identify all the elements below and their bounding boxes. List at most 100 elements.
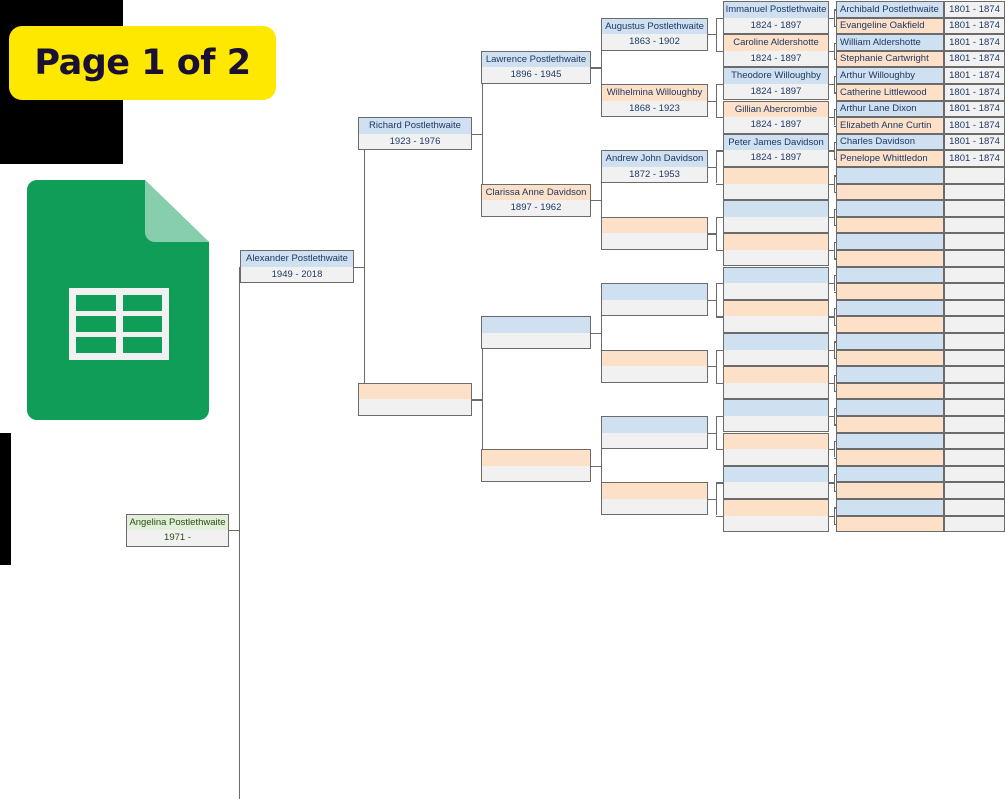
gen7-date-cell[interactable]: 1801 - 1874 <box>944 67 1005 84</box>
gen7-date-cell[interactable] <box>944 382 1005 400</box>
gen7-name-cell[interactable] <box>836 349 944 367</box>
gen7-name-cell[interactable] <box>836 250 944 267</box>
gen7-name-cell[interactable]: Archibald Postlethwaite <box>836 1 944 18</box>
gen7-date-cell[interactable] <box>944 316 1005 333</box>
gen6-node[interactable] <box>723 233 829 267</box>
gen7-date-cell[interactable]: 1801 - 1874 <box>944 84 1005 101</box>
gen7-name-cell[interactable]: Evangeline Oakfield <box>836 17 944 35</box>
gen7-name-cell[interactable] <box>836 449 944 466</box>
gen7-name-cell[interactable] <box>836 382 944 400</box>
gen7-name-cell[interactable] <box>836 366 944 383</box>
gen5-node[interactable] <box>601 416 708 449</box>
gen7-name-cell[interactable] <box>836 216 944 234</box>
gen7-name-cell[interactable] <box>836 482 944 499</box>
gen7-date-cell[interactable] <box>944 233 1005 250</box>
gen6-node[interactable] <box>723 299 829 333</box>
gen6-node[interactable] <box>723 465 829 499</box>
gen7-name-cell[interactable] <box>836 499 944 516</box>
gen7-date-cell[interactable] <box>944 333 1005 350</box>
gen4-node[interactable] <box>481 316 591 350</box>
gen7-date-cell[interactable] <box>944 299 1005 317</box>
gen7-name-cell[interactable]: William Aldershotte <box>836 34 944 51</box>
gen7-name-cell[interactable] <box>836 416 944 433</box>
gen7-name-cell[interactable] <box>836 200 944 217</box>
gen7-date-cell[interactable] <box>944 183 1005 201</box>
gen7-name-cell[interactable] <box>836 299 944 317</box>
gen6-node[interactable] <box>723 366 829 400</box>
gen5-node[interactable] <box>601 283 708 317</box>
connector-line <box>829 482 834 484</box>
gen7-date-cell[interactable]: 1801 - 1874 <box>944 34 1005 51</box>
gen7-date-cell[interactable] <box>944 416 1005 433</box>
gen7-date-cell[interactable] <box>944 283 1005 300</box>
gen7-date-cell[interactable] <box>944 449 1005 466</box>
gen7-date-cell[interactable]: 1801 - 1874 <box>944 133 1005 151</box>
gen5-node[interactable] <box>601 482 708 516</box>
gen7-date-cell[interactable]: 1801 - 1874 <box>944 1 1005 18</box>
gen7-name-cell[interactable] <box>836 283 944 300</box>
gen7-date-cell[interactable] <box>944 465 1005 483</box>
gen6-node[interactable] <box>723 499 829 532</box>
connector-line <box>591 332 601 335</box>
gen7-name-cell[interactable]: Stephanie Cartwright <box>836 50 944 68</box>
gen7-name-cell[interactable] <box>836 515 944 533</box>
gen7-date-cell[interactable] <box>944 366 1005 383</box>
gen6-node[interactable] <box>723 266 829 300</box>
gen5-node[interactable] <box>601 349 708 383</box>
gen7-date-cell[interactable] <box>944 349 1005 367</box>
connector-line <box>834 258 836 260</box>
gen7-name-cell[interactable]: Arthur Willoughby <box>836 67 944 84</box>
gen7-date-cell[interactable] <box>944 432 1005 450</box>
connector-line <box>829 449 834 451</box>
gen7-date-cell[interactable]: 1801 - 1874 <box>944 117 1005 134</box>
gen7-name-cell[interactable]: Elizabeth Anne Curtin <box>836 117 944 134</box>
gen7-date-cell[interactable]: 1801 - 1874 <box>944 50 1005 68</box>
gen7-date-cell[interactable]: 1801 - 1874 <box>944 150 1005 167</box>
gen7-name-cell[interactable]: Penelope Whittledon <box>836 150 944 167</box>
gen7-date-cell[interactable] <box>944 399 1005 416</box>
gen7-name-cell[interactable] <box>836 465 944 483</box>
gen7-name-cell[interactable]: Catherine Littlewood <box>836 84 944 101</box>
gen7-date-cell[interactable] <box>944 167 1005 184</box>
gen7-date-cell[interactable]: 1801 - 1874 <box>944 100 1005 118</box>
gen7-name-cell[interactable] <box>836 399 944 416</box>
gen4-node[interactable] <box>481 449 591 483</box>
gen6-node[interactable] <box>723 333 829 366</box>
gen7-name-cell[interactable] <box>836 183 944 201</box>
gen7-name-cell[interactable]: Charles Davidson <box>836 133 944 151</box>
gen5-node[interactable] <box>601 216 708 250</box>
gen7-date-cell[interactable] <box>944 266 1005 284</box>
gen7-date-cell[interactable] <box>944 216 1005 234</box>
gen7-name-cell[interactable]: Arthur Lane Dixon <box>836 100 944 118</box>
gen7-date-cell[interactable] <box>944 200 1005 217</box>
gen7-date-cell[interactable]: 1801 - 1874 <box>944 17 1005 35</box>
gen7-name-cell[interactable] <box>836 167 944 184</box>
gen3-node[interactable] <box>358 382 472 416</box>
gen7-date-cell[interactable] <box>944 515 1005 533</box>
gen6-node[interactable] <box>723 167 829 200</box>
gen7-name-cell[interactable] <box>836 432 944 450</box>
gen7-date-cell[interactable] <box>944 482 1005 499</box>
gen7-name-cell[interactable] <box>836 316 944 333</box>
gen7-name-cell[interactable] <box>836 333 944 350</box>
gen6-node[interactable] <box>723 432 829 466</box>
gen7-date-cell[interactable] <box>944 250 1005 267</box>
gen7-name-cell[interactable] <box>836 266 944 284</box>
gen6-node[interactable] <box>723 200 829 234</box>
gen7-date-cell[interactable] <box>944 499 1005 516</box>
gen7-name-cell[interactable] <box>836 233 944 250</box>
gen6-node[interactable] <box>723 399 829 433</box>
